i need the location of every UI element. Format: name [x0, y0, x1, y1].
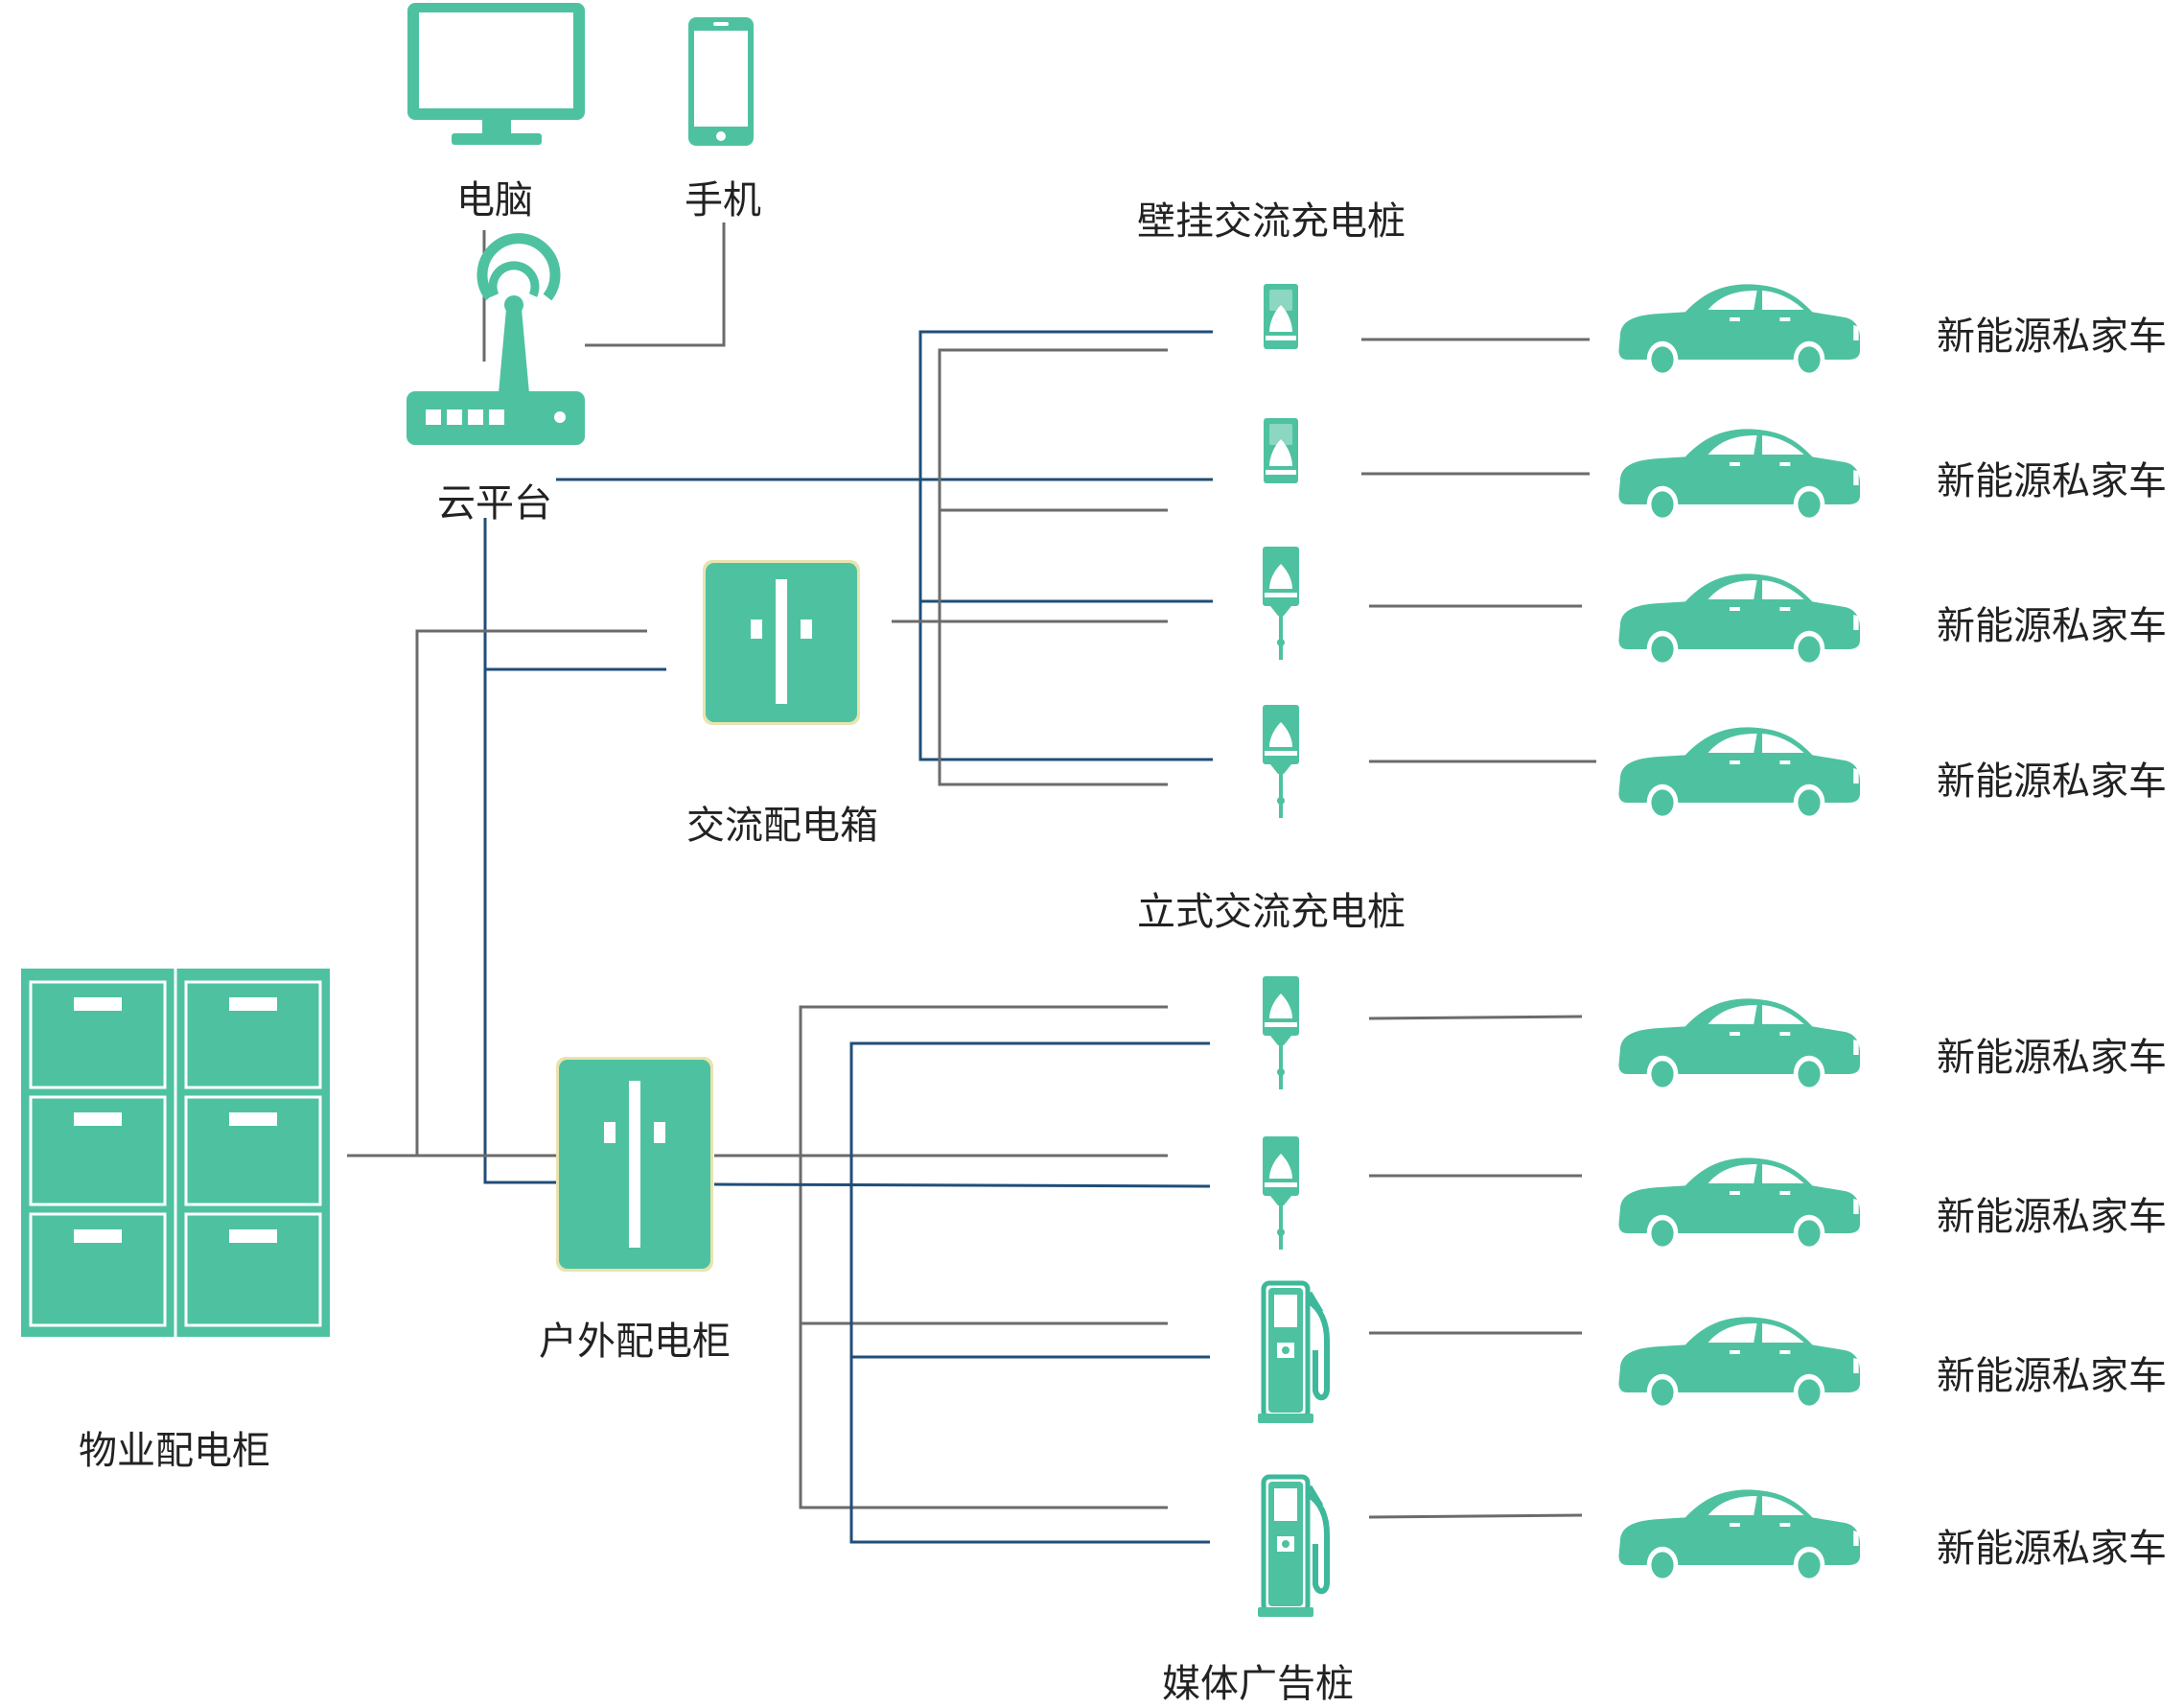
- connection-lines: [347, 222, 1596, 1544]
- line-acbox-gray-trunk: [938, 348, 1168, 786]
- line-blue-6: [713, 1182, 1211, 1188]
- car-icon: [1618, 1157, 1861, 1252]
- car-icon: [1618, 1317, 1861, 1412]
- standing-charger-icon: [1263, 976, 1299, 1089]
- car-icon: [1618, 573, 1861, 668]
- wall-charger-icon: [1264, 284, 1298, 349]
- car-icon: [1618, 429, 1861, 524]
- line-phone-router: [585, 222, 726, 347]
- fuel-pump-charger-icon: [1258, 1283, 1327, 1423]
- car-label: 新能源私家车: [1937, 1527, 2167, 1571]
- outdoor-cabinet-label: 户外配电柜: [539, 1320, 731, 1364]
- standing-charger-icon: [1263, 705, 1299, 818]
- phone-label: 手机: [685, 178, 761, 222]
- car-icon: [1618, 284, 1861, 379]
- wall-charger-icon: [1264, 418, 1298, 483]
- router-icon: [407, 233, 585, 445]
- ac-box-label: 交流配电箱: [686, 804, 878, 848]
- car-label: 新能源私家车: [1937, 315, 2167, 359]
- standing-charger-icon: [1263, 547, 1299, 660]
- line-property-acbox: [415, 629, 647, 1156]
- car-icon: [1618, 727, 1861, 822]
- car-label: 新能源私家车: [1937, 760, 2167, 804]
- line-cloud-down: [483, 518, 556, 1184]
- line-acbox-blue-trunk: [918, 330, 1213, 761]
- car-label: 新能源私家车: [1937, 1195, 2167, 1239]
- car-labels: 新能源私家车 新能源私家车 新能源私家车 新能源私家车 新能源私家车 新能源私家…: [1937, 315, 2167, 1571]
- monitor-icon: [407, 3, 585, 145]
- fuel-pump-charger-icon: [1258, 1477, 1327, 1617]
- standing-charger-icon: [1263, 1136, 1299, 1250]
- line-charger-car-5: [1368, 1015, 1583, 1020]
- distribution-box-icon: [556, 1057, 713, 1272]
- standing-charger-label: 立式交流充电桩: [1137, 890, 1406, 934]
- smartphone-icon: [688, 17, 754, 146]
- car-label: 新能源私家车: [1937, 1036, 2167, 1080]
- distribution-box-icon: [703, 560, 860, 725]
- property-cabinet-label: 物业配电柜: [79, 1429, 270, 1473]
- computer-label: 电脑: [456, 178, 533, 222]
- cars: [1618, 284, 1861, 1584]
- line-outdoor-blue-trunk: [849, 1041, 1210, 1544]
- line-charger-car-8: [1368, 1513, 1583, 1519]
- car-icon: [1618, 998, 1861, 1093]
- line-outdoor-gray-trunk: [799, 1005, 1168, 1509]
- car-icon: [1618, 1489, 1861, 1584]
- wall-charger-label: 壁挂交流充电桩: [1137, 199, 1406, 244]
- car-label: 新能源私家车: [1937, 604, 2167, 648]
- car-label: 新能源私家车: [1937, 1354, 2167, 1398]
- cloud-platform-label: 云平台: [437, 481, 552, 526]
- car-label: 新能源私家车: [1937, 459, 2167, 503]
- media-charger-label: 媒体广告桩: [1162, 1662, 1354, 1706]
- cabinet-icon: [21, 969, 330, 1337]
